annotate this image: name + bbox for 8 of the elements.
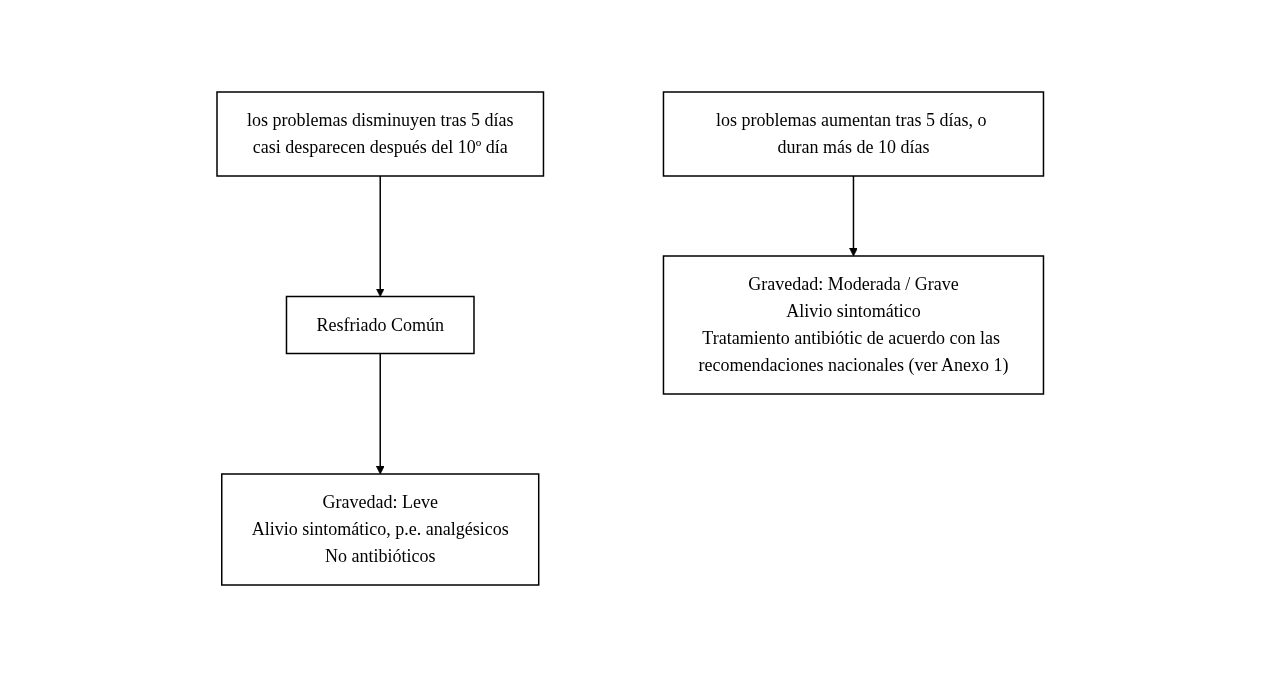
arrow [376,352,385,475]
node-box: Gravedad: Leve Alivio sintomático, p.e. analgésicos No antibióticos [221,473,540,586]
node-box: Resfriado Común [286,295,475,355]
arrow [376,175,385,297]
node-box: Gravedad: Moderada / Grave Alivio sintomático Tratamiento antibiótic de acuerdo con las recomendaciones nacionales (ver Anexo 1) [663,255,1045,395]
arrow [849,175,859,257]
node-box: los problemas disminuyen tras 5 días casi desparecen después del 10º día [216,91,545,177]
node-box: los problemas aumentan tras 5 días, o duran más de 10 días [663,91,1045,177]
